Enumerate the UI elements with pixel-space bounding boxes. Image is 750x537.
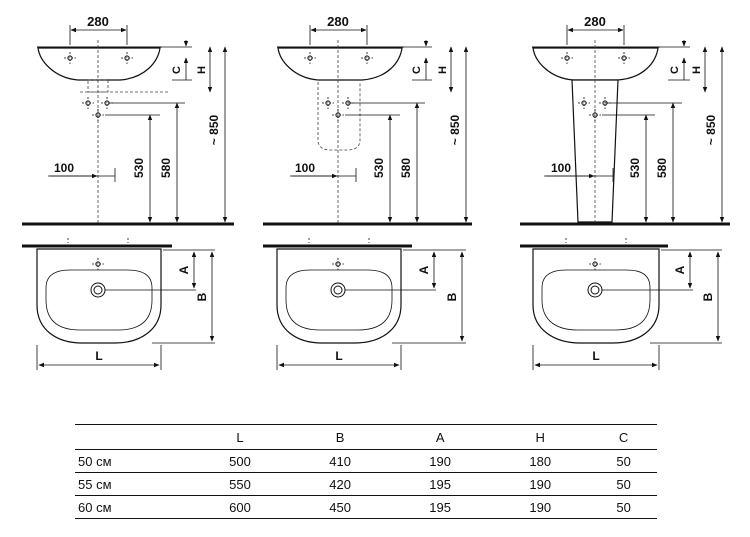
dim-label-100: 100 <box>54 161 74 175</box>
dim-label-280: 280 <box>327 14 349 29</box>
dim-label-580: 580 <box>655 158 669 178</box>
table-cell-b: 450 <box>290 495 391 519</box>
dim-label-h: H <box>437 66 449 74</box>
table-cell-b: 410 <box>290 449 391 473</box>
table-cell-l: 500 <box>190 449 291 473</box>
top-view-2: A B L <box>263 238 466 370</box>
table-row: 50 см 500 410 190 180 50 <box>75 449 657 473</box>
dim-label-530: 530 <box>132 158 146 178</box>
table-cell-b: 420 <box>290 472 391 496</box>
table-cell-h: 190 <box>490 472 591 496</box>
dim-label-b: B <box>701 292 715 301</box>
dim-label-850: ~ 850 <box>448 114 462 145</box>
dim-label-l: L <box>592 349 599 363</box>
dim-label-b: B <box>445 292 459 301</box>
dim-label-h: H <box>196 66 208 74</box>
table-header-a: A <box>390 424 491 450</box>
dim-label-530: 530 <box>372 158 386 178</box>
dim-label-l: L <box>95 349 102 363</box>
table-row: 60 см 600 450 195 190 50 <box>75 495 657 519</box>
side-view-wall-hung: 280 100 C H 530 580 ~ 850 <box>22 14 234 226</box>
dim-label-a: A <box>177 265 191 274</box>
dim-label-l: L <box>335 349 342 363</box>
dim-label-b: B <box>195 292 209 301</box>
table-cell-c: 50 <box>590 472 657 496</box>
dim-label-c: C <box>669 66 681 74</box>
dim-label-100: 100 <box>551 161 571 175</box>
dim-label-280: 280 <box>584 14 606 29</box>
table-cell-a: 190 <box>390 449 491 473</box>
table-cell-size: 60 см <box>75 495 190 519</box>
dim-label-530: 530 <box>628 158 642 178</box>
table-header-h: H <box>490 424 591 450</box>
table-cell-c: 50 <box>590 449 657 473</box>
dim-label-c: C <box>411 66 423 74</box>
table-cell-size: 55 см <box>75 472 190 496</box>
dim-label-580: 580 <box>399 158 413 178</box>
table-header-l: L <box>190 424 291 450</box>
table-cell-a: 195 <box>390 495 491 519</box>
table-header-row: L B A H C <box>75 424 657 450</box>
dim-label-a: A <box>417 265 431 274</box>
table-row: 55 см 550 420 195 190 50 <box>75 472 657 496</box>
dim-label-100: 100 <box>295 161 315 175</box>
table-cell-h: 190 <box>490 495 591 519</box>
table-cell-a: 195 <box>390 472 491 496</box>
table-header-b: B <box>290 424 391 450</box>
table-cell-size: 50 см <box>75 449 190 473</box>
table-cell-l: 550 <box>190 472 291 496</box>
table-header-c: C <box>590 424 657 450</box>
dim-label-850: ~ 850 <box>207 114 221 145</box>
table-header-blank <box>75 424 190 450</box>
table-cell-c: 50 <box>590 495 657 519</box>
top-view-3: A B L <box>520 238 722 370</box>
dim-label-c: C <box>171 66 183 74</box>
table-cell-l: 600 <box>190 495 291 519</box>
dimension-table: L B A H C 50 см 500 410 190 180 50 55 см… <box>75 424 657 519</box>
top-view-1: A B L <box>22 238 215 370</box>
table-cell-h: 180 <box>490 449 591 473</box>
dim-label-580: 580 <box>159 158 173 178</box>
dim-label-850: ~ 850 <box>704 114 718 145</box>
dim-label-a: A <box>673 265 687 274</box>
side-view-full-pedestal: 280 100 C H 530 580 ~ 850 <box>520 14 730 226</box>
dim-label-280: 280 <box>87 14 109 29</box>
technical-drawing: 280 100 C H 530 580 ~ 850 <box>22 14 730 370</box>
dim-label-h: H <box>691 66 703 74</box>
side-view-semi-pedestal: 280 100 C H 530 580 ~ 850 <box>263 14 472 226</box>
